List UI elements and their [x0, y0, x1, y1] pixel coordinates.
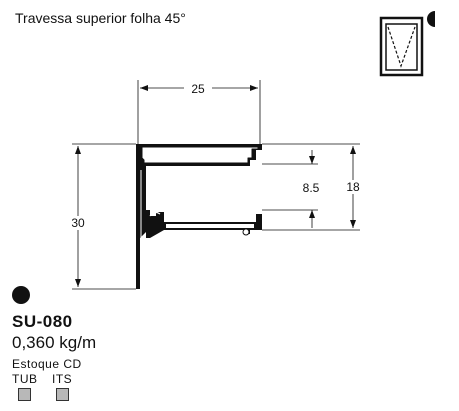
half-circle-icon: [427, 11, 435, 27]
profile-weight: 0,360 kg/m: [12, 333, 97, 352]
window-icon: [379, 16, 424, 77]
dimension-inner-label: 8.5: [303, 181, 320, 195]
dimension-inner-channel: 8.5: [303, 150, 320, 228]
stock-box-tub[interactable]: [18, 388, 31, 401]
dimension-height: 30: [68, 146, 88, 287]
stock-option-its: ITS: [52, 372, 73, 386]
dimension-width-label: 25: [191, 82, 205, 96]
dimension-outer-label: 18: [346, 180, 360, 194]
page-title: Travessa superior folha 45°: [15, 10, 186, 26]
profile-code: SU-080: [12, 312, 73, 331]
stock-label: Estoque CD: [12, 357, 82, 371]
dot-icon: [12, 286, 30, 304]
dimension-width: 25: [140, 81, 258, 96]
profile-section: [136, 144, 262, 289]
stock-box-its[interactable]: [56, 388, 69, 401]
dimension-outer-channel: 18: [343, 146, 363, 228]
stock-option-tub: TUB: [12, 372, 38, 386]
dimension-height-label: 30: [71, 216, 85, 230]
